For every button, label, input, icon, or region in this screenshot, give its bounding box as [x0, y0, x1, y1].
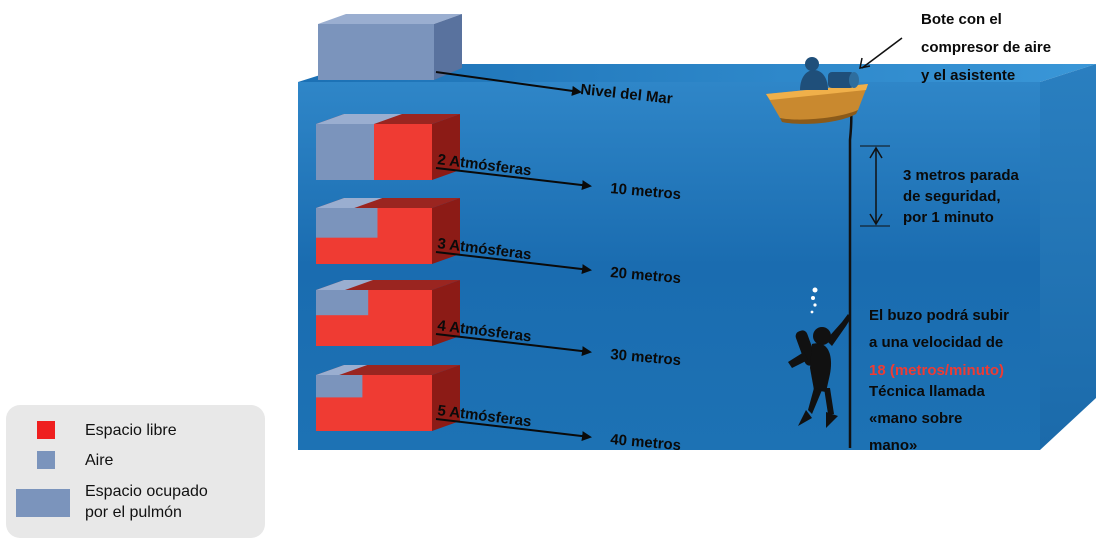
lung-box-air [316, 124, 374, 180]
lung-box-top-air [316, 280, 373, 290]
lung-box-top-air [316, 198, 383, 208]
lung-box-top-air [316, 365, 368, 375]
lung-box-side-face [432, 365, 460, 431]
lung-box-side-face [432, 198, 460, 264]
safety-stop-line-2: de seguridad, [903, 188, 1001, 205]
lung-box-side-face [432, 114, 460, 180]
safety-stop-bracket [860, 145, 890, 227]
ascent-line-5: «mano sobre [869, 410, 962, 427]
boat-icon [766, 57, 868, 124]
boat-label-line-1: Bote con el [921, 11, 1002, 28]
lung-space-swatch [16, 489, 70, 517]
legend: Espacio libre Aire Espacio ocupado por e… [6, 405, 265, 538]
ascent-technique-label: El buzo podrá subir a una velocidad de 1… [869, 307, 1009, 454]
boat-pointer-arrowhead [859, 57, 871, 69]
legend-free-space: Espacio libre [85, 422, 177, 439]
ascent-line-4: Técnica llamada [869, 383, 986, 400]
lung-box-side-face [432, 280, 460, 346]
lung-box-air [316, 375, 363, 398]
legend-lung-line-2: por el pulmón [85, 504, 182, 521]
depth-label: 10 metros [610, 180, 682, 203]
boat-pointer-arrow [861, 37, 903, 69]
diver-icon [788, 287, 851, 428]
depth-arrow [435, 418, 592, 442]
lung-box-sea-level [318, 14, 462, 80]
lung-box-air [316, 290, 369, 316]
safety-stop-label: 3 metros parada de seguridad, por 1 minu… [903, 167, 1020, 226]
lung-box-air [316, 208, 378, 238]
depth-label: 40 metros [610, 431, 682, 454]
boat-label-line-2: compresor de aire [921, 39, 1051, 56]
ascent-line-6: mano» [869, 437, 917, 454]
water-top-face [298, 64, 1096, 82]
legend-air: Aire [85, 452, 114, 469]
sea-level-arrow [435, 71, 582, 96]
depth-arrow [435, 167, 592, 191]
boat-label: Bote con el compresor de aire y el asist… [921, 11, 1051, 84]
water-side-face [1040, 64, 1096, 450]
ascent-rate: 18 (metros/minuto) [869, 362, 1004, 379]
depth-label: 20 metros [610, 264, 682, 287]
depth-label: 30 metros [610, 346, 682, 369]
safety-stop-line-1: 3 metros parada [903, 167, 1020, 184]
depth-arrow [435, 251, 592, 275]
ascent-line-1: El buzo podrá subir [869, 307, 1009, 324]
boat-label-line-3: y el asistente [921, 67, 1015, 84]
depth-arrow [435, 333, 592, 357]
free-space-swatch [37, 421, 55, 439]
ascent-line-2: a una velocidad de [869, 334, 1003, 351]
lung-box-top-air [316, 114, 402, 124]
air-swatch [37, 451, 55, 469]
safety-stop-line-3: por 1 minuto [903, 209, 994, 226]
legend-lung-line-1: Espacio ocupado [85, 483, 208, 500]
